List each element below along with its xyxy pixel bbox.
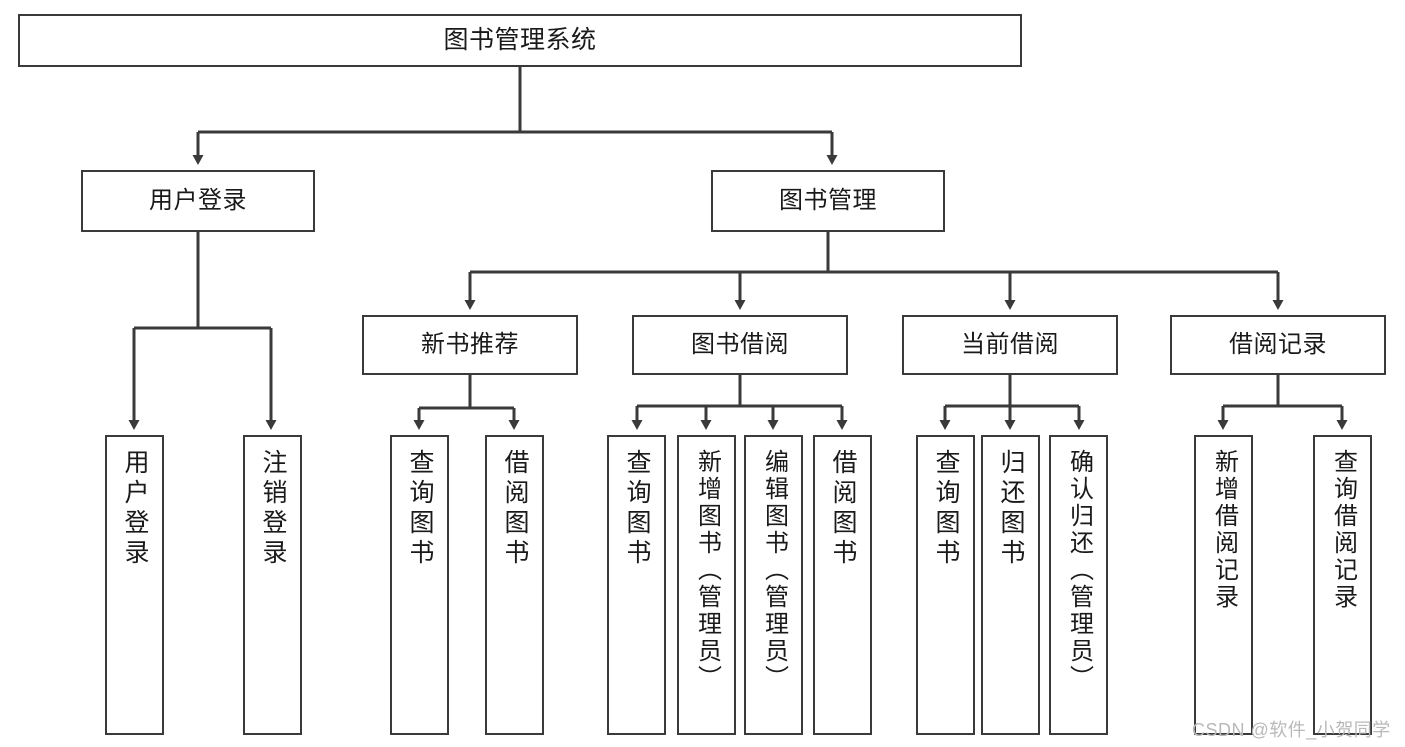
node-label: 当前借阅 [961,330,1059,358]
leaf-borrow-book[interactable]: 借阅图书 [813,435,872,735]
node-label: 查询借阅记录 [1329,449,1357,611]
node-label: 用户登录 [149,186,247,214]
node-label: 用户登录 [121,449,149,569]
node-current-borrow[interactable]: 当前借阅 [902,315,1118,375]
node-label: 借阅图书 [501,449,529,569]
leaf-user-login[interactable]: 用户登录 [105,435,164,735]
leaf-edit-book-admin[interactable]: 编辑图书（管理员） [744,435,803,735]
node-label: 新增借阅记录 [1210,449,1238,611]
node-label: 确认归还（管理员） [1065,449,1093,692]
node-label: 新增图书（管理员） [693,449,721,692]
node-label: 图书管理 [779,186,877,214]
node-book-management[interactable]: 图书管理 [711,170,945,232]
node-borrow-record[interactable]: 借阅记录 [1170,315,1386,375]
node-root-system[interactable]: 图书管理系统 [18,14,1022,67]
leaf-confirm-return-admin[interactable]: 确认归还（管理员） [1049,435,1108,735]
csdn-watermark: CSDN @软件_小贺同学 [1192,720,1391,740]
node-label: 编辑图书（管理员） [760,449,788,692]
node-label: 图书管理系统 [443,25,597,54]
node-label: 查询图书 [406,449,434,569]
leaf-query-borrow-record[interactable]: 查询借阅记录 [1313,435,1372,735]
node-user-login[interactable]: 用户登录 [81,170,315,232]
node-new-book-recommend[interactable]: 新书推荐 [362,315,578,375]
leaf-add-borrow-record[interactable]: 新增借阅记录 [1194,435,1253,735]
node-label: 注销登录 [259,449,287,569]
node-label: 查询图书 [623,449,651,569]
node-label: 查询图书 [932,449,960,569]
node-label: 借阅记录 [1229,330,1327,358]
node-label: 图书借阅 [691,330,789,358]
leaf-borrow-book-newbook[interactable]: 借阅图书 [485,435,544,735]
leaf-query-book-borrow[interactable]: 查询图书 [607,435,666,735]
leaf-add-book-admin[interactable]: 新增图书（管理员） [677,435,736,735]
node-label: 借阅图书 [829,449,857,569]
leaf-logout-login[interactable]: 注销登录 [243,435,302,735]
leaf-query-book-newbook[interactable]: 查询图书 [390,435,449,735]
node-label: 归还图书 [997,449,1025,569]
leaf-return-book[interactable]: 归还图书 [981,435,1040,735]
node-book-borrow[interactable]: 图书借阅 [632,315,848,375]
node-label: 新书推荐 [421,330,519,358]
leaf-query-book-current[interactable]: 查询图书 [916,435,975,735]
